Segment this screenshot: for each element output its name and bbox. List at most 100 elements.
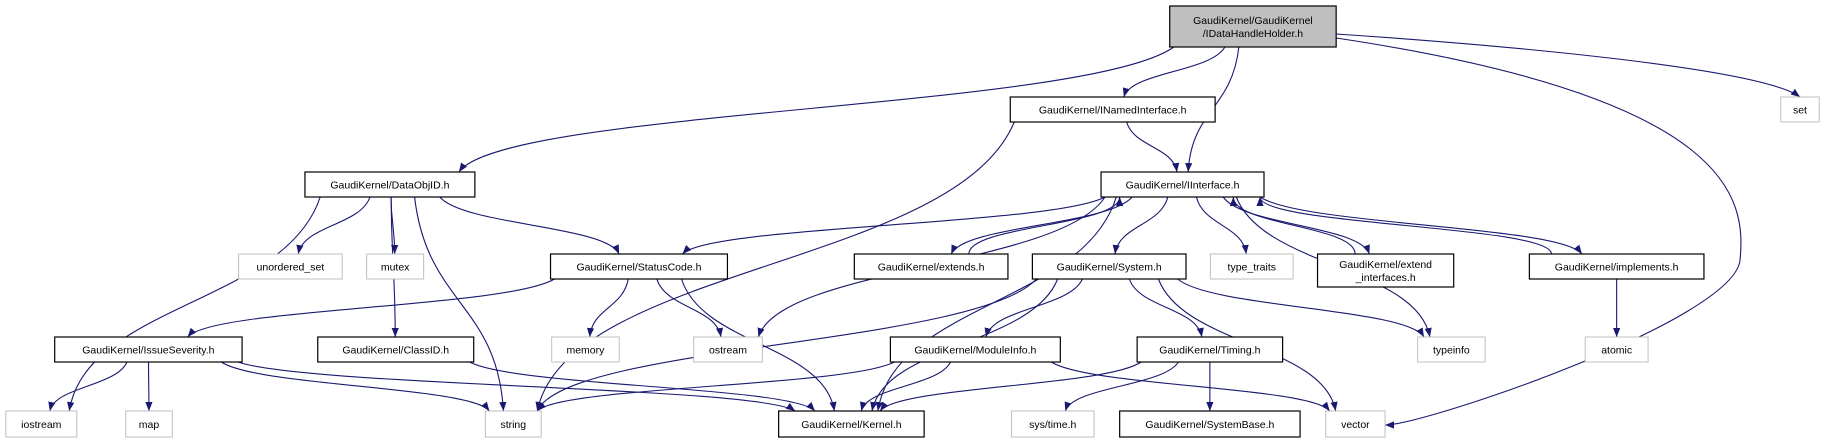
node-label: type_traits	[1228, 262, 1276, 274]
node-label: GaudiKernel/IInterface.h	[1126, 180, 1240, 192]
node-extend_interfaces[interactable]: GaudiKernel/extend_interfaces.h	[1316, 253, 1455, 288]
edge-statuscode-to-issueseverity	[187, 278, 555, 338]
node-label: atomic	[1601, 345, 1632, 357]
node-issueseverity[interactable]: GaudiKernel/IssueSeverity.h	[54, 336, 243, 363]
nodes: GaudiKernel/GaudiKernel/IDataHandleHolde…	[5, 5, 1820, 438]
node-statuscode[interactable]: GaudiKernel/StatusCode.h	[549, 253, 729, 280]
node-typeinfo: typeinfo	[1417, 336, 1486, 363]
edge-timing-to-kernel	[879, 361, 1142, 412]
node-label: GaudiKernel/System.h	[1057, 262, 1162, 274]
node-box	[693, 336, 763, 363]
edge-system-to-timing	[1128, 278, 1204, 338]
node-timing[interactable]: GaudiKernel/Timing.h	[1136, 336, 1284, 363]
node-label: unordered_set	[257, 262, 325, 274]
node-box	[54, 336, 243, 363]
node-label: GaudiKernel/ModuleInfo.h	[914, 345, 1036, 357]
node-label: _interfaces.h	[1355, 272, 1416, 284]
node-label: GaudiKernel/IssueSeverity.h	[82, 345, 214, 357]
node-label: GaudiKernel/implements.h	[1555, 262, 1679, 274]
edge-iinterface-to-extends	[950, 196, 1133, 255]
node-label: GaudiKernel/DataObjID.h	[330, 180, 449, 192]
node-box	[1136, 336, 1284, 363]
node-box	[853, 253, 1009, 280]
node-label: iostream	[21, 419, 62, 431]
node-extends[interactable]: GaudiKernel/extends.h	[853, 253, 1009, 280]
edge-classid-to-kernel	[469, 361, 816, 412]
node-string: string	[484, 410, 542, 438]
node-box	[5, 410, 78, 438]
node-dataobjid[interactable]: GaudiKernel/DataObjID.h	[304, 171, 476, 198]
node-atomic: atomic	[1584, 336, 1649, 363]
node-box	[1209, 253, 1294, 280]
node-label: string	[500, 419, 526, 431]
node-memory: memory	[551, 336, 620, 363]
edge-dataobjid-to-iostream	[67, 196, 321, 412]
node-label: sys/time.h	[1029, 419, 1076, 431]
edge-dataobjid-to-string	[414, 196, 507, 412]
node-type_traits: type_traits	[1209, 253, 1294, 280]
node-classid[interactable]: GaudiKernel/ClassID.h	[317, 336, 475, 363]
node-box	[778, 410, 925, 438]
node-unordered_set: unordered_set	[238, 253, 343, 280]
edges	[48, 33, 1801, 429]
edge-statuscode-to-memory	[586, 278, 629, 338]
edge-root-to-inamed	[1122, 46, 1226, 98]
node-systime: sys/time.h	[1010, 410, 1095, 438]
node-inamed[interactable]: GaudiKernel/INamedInterface.h	[1009, 96, 1216, 123]
edge-issueseverity-to-iostream	[48, 361, 128, 412]
node-root[interactable]: GaudiKernel/GaudiKernel/IDataHandleHolde…	[1169, 5, 1337, 48]
node-moduleinfo[interactable]: GaudiKernel/ModuleInfo.h	[889, 336, 1061, 363]
node-box	[1010, 410, 1095, 438]
edge-extend_interfaces-to-iinterface	[1229, 196, 1356, 255]
edge-statuscode-to-ostream	[656, 278, 724, 338]
node-kernel[interactable]: GaudiKernel/Kernel.h	[778, 410, 925, 438]
node-set: set	[1780, 96, 1820, 123]
node-implements[interactable]: GaudiKernel/implements.h	[1528, 253, 1705, 280]
node-label: GaudiKernel/extends.h	[878, 262, 985, 274]
node-label: GaudiKernel/INamedInterface.h	[1039, 105, 1187, 117]
node-vector: vector	[1325, 410, 1386, 438]
edge-iinterface-to-implements	[1259, 196, 1583, 255]
edge-implements-to-iinterface	[1256, 196, 1553, 255]
node-box	[549, 253, 729, 280]
edge-issueseverity-to-string	[221, 361, 490, 412]
edge-system-to-moduleinfo	[984, 278, 1083, 338]
node-label: GaudiKernel/Kernel.h	[801, 419, 902, 431]
node-label: GaudiKernel/StatusCode.h	[577, 262, 702, 274]
node-iostream: iostream	[5, 410, 78, 438]
node-box	[317, 336, 475, 363]
node-iinterface[interactable]: GaudiKernel/IInterface.h	[1100, 171, 1265, 198]
node-box	[1528, 253, 1705, 280]
node-ostream: ostream	[693, 336, 763, 363]
node-label: vector	[1341, 419, 1370, 431]
node-box	[1100, 171, 1265, 198]
node-systembase[interactable]: GaudiKernel/SystemBase.h	[1119, 410, 1301, 438]
edge-timing-to-systime	[1064, 361, 1179, 412]
node-box	[1009, 96, 1216, 123]
edge-root-to-set	[1336, 33, 1801, 98]
node-label: set	[1793, 105, 1807, 117]
edge-dataobjid-to-statuscode	[439, 196, 620, 255]
edge-system-to-string	[536, 278, 1037, 412]
node-label: ostream	[709, 345, 747, 357]
node-system[interactable]: GaudiKernel/System.h	[1031, 253, 1187, 280]
edge-iinterface-to-kernel	[875, 196, 1117, 412]
node-box	[1119, 410, 1301, 438]
node-box	[304, 171, 476, 198]
node-box	[1169, 5, 1337, 48]
node-label: GaudiKernel/GaudiKernel	[1193, 15, 1313, 27]
edge-moduleinfo-to-string	[536, 361, 895, 412]
node-label: typeinfo	[1433, 345, 1470, 357]
node-box	[1584, 336, 1649, 363]
node-label: GaudiKernel/ClassID.h	[342, 345, 449, 357]
node-box	[125, 410, 173, 438]
edge-moduleinfo-to-kernel	[860, 361, 952, 412]
node-box	[1316, 253, 1455, 288]
edge-moduleinfo-to-vector	[1051, 361, 1331, 412]
edge-iinterface-to-system	[1112, 196, 1169, 255]
edge-issueseverity-to-kernel	[237, 361, 796, 412]
node-label: mutex	[381, 262, 410, 274]
node-label: GaudiKernel/extend	[1339, 259, 1432, 271]
node-label: GaudiKernel/SystemBase.h	[1145, 419, 1274, 431]
